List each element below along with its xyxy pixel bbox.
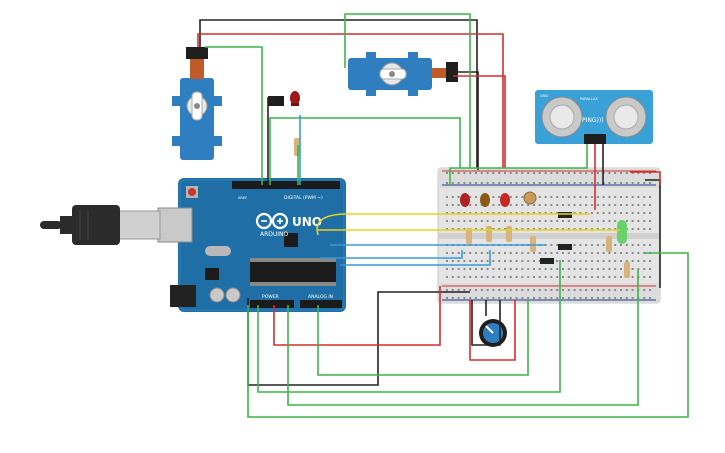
analog-header (300, 300, 342, 308)
green-led (617, 220, 627, 244)
power-header (250, 300, 294, 308)
servo-vertical-icon (172, 47, 222, 160)
breadboard-switches (540, 212, 627, 264)
usb-port (157, 207, 193, 243)
potentiometer-icon (479, 319, 507, 347)
arduino-brand-label: ARDUINO (260, 231, 289, 238)
breadboard-leds (460, 191, 537, 207)
ping-ultrasonic-sensor: PING))) PARALLAX GND (535, 90, 653, 144)
power-label: POWER (262, 294, 279, 300)
ping-label: PING))) (582, 117, 604, 124)
usb-cable-icon (40, 205, 161, 245)
ping-gnd-label: GND (540, 94, 548, 98)
arduino-logo (255, 212, 289, 230)
ping-vendor: PARALLAX (580, 97, 598, 101)
atmega-chip (250, 262, 336, 282)
aref-label: AREF (238, 196, 247, 200)
digital-label: DIGITAL (PWM ~) (284, 195, 323, 201)
power-jack (170, 285, 196, 307)
arduino-uno-board: ARDUINO UNO DIGITAL (PWM ~) POWER ANALOG… (157, 178, 346, 312)
servo-horizontal-icon (348, 52, 458, 96)
wires (197, 13, 689, 418)
analog-label: ANALOG IN (308, 294, 333, 300)
arduino-model-label: UNO (292, 215, 322, 229)
digital-header (232, 181, 340, 189)
top-led (268, 91, 300, 156)
top-resistor (294, 138, 300, 156)
photoresistor (523, 191, 537, 205)
